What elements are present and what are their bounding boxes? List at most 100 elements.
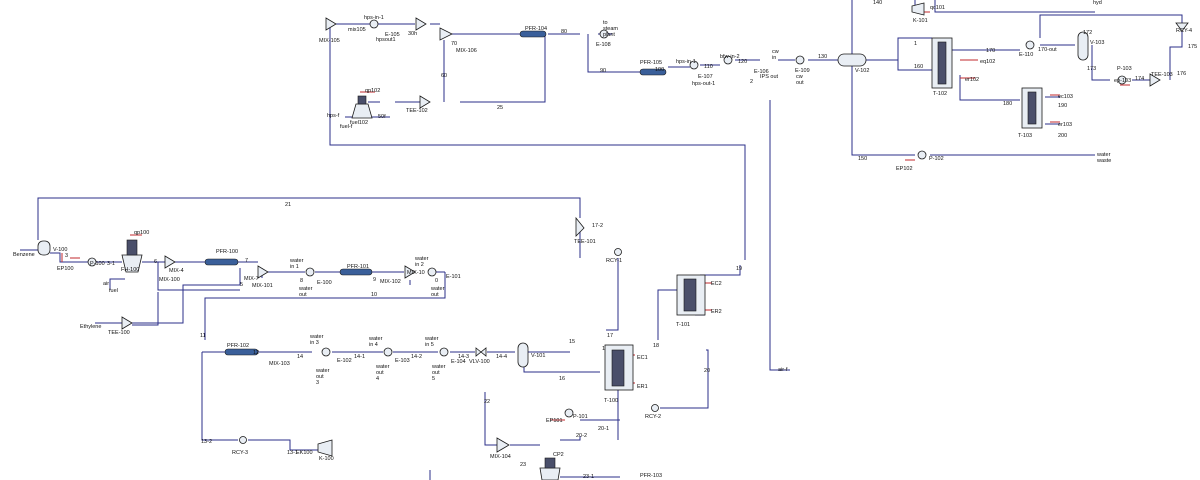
- label-pfr103: PFR-103: [640, 473, 662, 479]
- p102-pump[interactable]: [917, 150, 927, 160]
- tee102-splitter[interactable]: [419, 95, 431, 109]
- t102-column[interactable]: [931, 37, 953, 89]
- label-p102: P-102: [929, 156, 944, 162]
- label-18: 18: [653, 343, 659, 349]
- label-14-4: 14-4: [496, 354, 507, 360]
- mix106-mixer[interactable]: [439, 27, 453, 41]
- p103-pump[interactable]: [1117, 75, 1127, 85]
- label-150: 150: [858, 156, 867, 162]
- label-hpsf: hps-f: [327, 113, 340, 119]
- e101-cooler[interactable]: [427, 267, 437, 277]
- label-8: 8: [300, 278, 303, 284]
- v103-drum[interactable]: [1077, 31, 1089, 61]
- label-rcy3: RCY-3: [232, 450, 248, 456]
- mix4-mixer[interactable]: [164, 255, 176, 269]
- tee101-splitter[interactable]: [575, 216, 585, 237]
- vlv100-valve[interactable]: [475, 347, 487, 357]
- fired-heater-fh102[interactable]: [351, 95, 373, 119]
- label-v102: V-102: [855, 68, 869, 74]
- label-water-out5: water: [431, 364, 446, 370]
- label-mix105: MIX-105: [319, 38, 340, 44]
- p101-pump[interactable]: [564, 408, 574, 418]
- t100-column[interactable]: [604, 344, 634, 391]
- mix10-mixer[interactable]: [404, 265, 416, 279]
- mix105-mixer[interactable]: [325, 17, 337, 31]
- label-p103: P-103: [1117, 66, 1132, 72]
- label-er103: er103: [1058, 122, 1072, 128]
- stream-13: [201, 352, 318, 451]
- label-water-out4-c: 4: [376, 376, 379, 382]
- label-tee102: TEE-102: [406, 108, 428, 114]
- pfr104-reactor[interactable]: [519, 30, 547, 38]
- label-t102: T-102: [933, 91, 947, 97]
- e103-cooler[interactable]: [383, 347, 393, 357]
- label-160: 160: [914, 64, 923, 70]
- p100-pump[interactable]: [87, 257, 97, 267]
- stream-21: [20, 197, 581, 258]
- v100-drum[interactable]: [37, 240, 51, 256]
- label-hpsout: hps-out-1: [692, 81, 715, 87]
- e102-cooler[interactable]: [321, 347, 331, 357]
- label-120: 120: [738, 59, 747, 65]
- v102-flash-drum[interactable]: [837, 53, 867, 67]
- mix104-mixer[interactable]: [496, 437, 510, 453]
- pfr100-reactor[interactable]: [204, 258, 239, 266]
- label-v100: V-100: [53, 247, 67, 253]
- tee100-splitter[interactable]: [121, 316, 133, 330]
- label-water-in4: water: [368, 336, 383, 342]
- label-14: 14: [297, 354, 303, 360]
- label-to-steam-2: steam: [603, 26, 618, 32]
- pfr101-reactor[interactable]: [339, 268, 373, 276]
- label-15: 15: [569, 339, 575, 345]
- rcy3-recycle[interactable]: [239, 436, 247, 444]
- e110-heater[interactable]: [1025, 40, 1035, 50]
- label-1b: 1: [602, 346, 605, 352]
- k101-compressor[interactable]: [911, 2, 925, 16]
- e107-heater[interactable]: [689, 60, 699, 70]
- energy-streams-left: [61, 234, 142, 262]
- label-21: 21: [285, 202, 291, 208]
- label-k101: K-101: [913, 18, 928, 24]
- fh100-fired-heater[interactable]: [121, 239, 143, 273]
- t101-column[interactable]: [676, 274, 706, 316]
- label-cp2: CP2: [553, 452, 564, 458]
- label-mix104: MIX-104: [490, 454, 511, 460]
- e108-cooler[interactable]: [599, 29, 609, 39]
- label-ek100: EK100: [296, 450, 313, 456]
- hps-heater-e105[interactable]: [369, 19, 379, 29]
- tee103-splitter[interactable]: [1149, 73, 1161, 87]
- label-water-out: water: [298, 286, 313, 292]
- label-23: 23: [520, 462, 526, 468]
- label-k100: K-100: [319, 456, 334, 462]
- mixer-e105[interactable]: [415, 17, 427, 31]
- e106-heater[interactable]: [723, 55, 733, 65]
- t103-column[interactable]: [1021, 87, 1043, 129]
- label-ep100: EP100: [57, 266, 74, 272]
- label-water-in2: water: [414, 256, 429, 262]
- label-16: 16: [559, 376, 565, 382]
- label-19: 19: [736, 266, 742, 272]
- label-17-2: 17-2: [592, 223, 603, 229]
- label-ec1: EC1: [637, 355, 648, 361]
- v101-drum[interactable]: [517, 342, 529, 368]
- rcy4-recycle[interactable]: [1175, 22, 1189, 32]
- rcy2-recycle[interactable]: [651, 404, 659, 412]
- e109-cooler[interactable]: [795, 55, 805, 65]
- label-6: 6: [154, 259, 157, 265]
- label-cw-in-2: in: [772, 55, 776, 61]
- k100-compressor[interactable]: [317, 439, 333, 457]
- pfr105-reactor[interactable]: [639, 68, 667, 76]
- stream-160: [897, 60, 932, 71]
- stream-140: [866, 37, 932, 61]
- mix7-mixer[interactable]: [257, 265, 269, 279]
- cp2-compressor[interactable]: [539, 457, 561, 480]
- e104-cooler[interactable]: [439, 347, 449, 357]
- label-0: 0: [435, 278, 438, 284]
- label-eq102: eq102: [980, 59, 995, 65]
- e100-cooler[interactable]: [305, 267, 315, 277]
- label-20: 20: [704, 368, 710, 374]
- stream-170: [952, 44, 1093, 60]
- label-mix105-sub: mix105: [348, 27, 366, 33]
- pfr102-reactor[interactable]: [224, 348, 259, 356]
- rcy1-recycle[interactable]: [614, 248, 622, 256]
